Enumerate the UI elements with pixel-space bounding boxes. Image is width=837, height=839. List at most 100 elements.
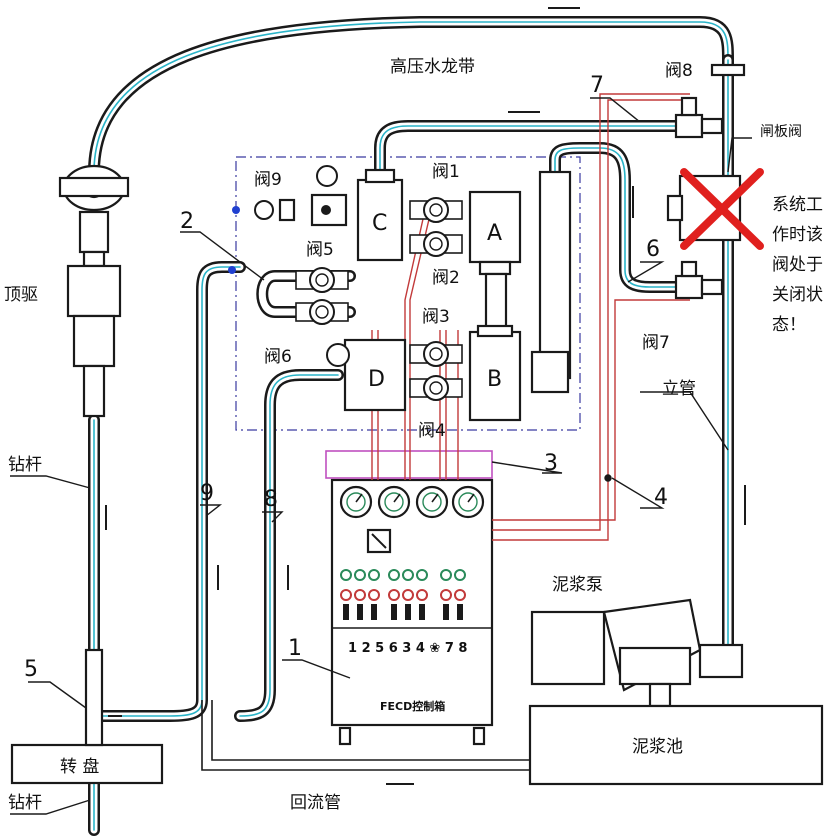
mud-pit-label: 泥浆池 <box>632 737 683 757</box>
valve-label-4: 阀4 <box>418 421 446 441</box>
control-box-knobs <box>340 569 466 620</box>
valve-core-4 <box>429 381 443 395</box>
valve-disc-4 <box>423 375 449 401</box>
callout-8: 8 <box>264 487 278 512</box>
valve-8 <box>674 96 724 139</box>
gauge-scale-1 <box>346 492 366 512</box>
gauge-scale-3 <box>422 492 442 512</box>
unit-label-b: B <box>487 367 502 392</box>
pressure-gauge-6 <box>326 343 350 367</box>
closed-cross-mark <box>680 168 764 250</box>
valve-label-2: 阀2 <box>432 268 460 288</box>
indicator-light-4 <box>388 569 400 581</box>
unit-c <box>356 168 404 262</box>
callout-4: 4 <box>654 485 668 510</box>
switch-lever-6 <box>419 604 425 620</box>
gauge-needle-4 <box>467 493 475 503</box>
unit-a <box>468 190 522 276</box>
gauge-needle-3 <box>431 493 439 503</box>
gauge-needle-2 <box>393 493 401 503</box>
valve-core-5 <box>315 273 329 287</box>
indicator-light-red-6 <box>416 589 428 601</box>
rotary-table-label: 转 盘 <box>60 757 99 777</box>
mud-pump <box>530 598 744 708</box>
valve-label-5: 阀5 <box>306 240 334 260</box>
indicator-light-5 <box>402 569 414 581</box>
valve-disc-3 <box>423 341 449 367</box>
flow-arrows <box>105 7 746 785</box>
valve-label-6: 阀6 <box>264 347 292 367</box>
leader-lines <box>10 97 752 815</box>
mud-pit <box>528 704 824 786</box>
switch-lever-7 <box>443 604 449 620</box>
standpipe-label: 立管 <box>662 379 696 399</box>
switch-lever-1 <box>343 604 349 620</box>
switch-lever-3 <box>371 604 377 620</box>
callout-2: 2 <box>180 209 194 234</box>
unit-b <box>468 324 522 422</box>
callout-9: 9 <box>200 481 214 506</box>
top-drive-label: 顶驱 <box>4 285 38 305</box>
indicator-light-red-7 <box>440 589 452 601</box>
indicator-light-8 <box>454 569 466 581</box>
valve-disc-5 <box>309 267 335 293</box>
gate-valve <box>666 174 742 242</box>
valve-label-8: 阀8 <box>665 61 693 81</box>
valve-label-7: 阀7 <box>642 333 670 353</box>
valve-label-1: 阀1 <box>432 162 460 182</box>
switch-lever-4 <box>391 604 397 620</box>
signal-lines <box>371 93 690 541</box>
indicator-light-red-4 <box>388 589 400 601</box>
control-box-valve-numbers: 1 2 5 6 3 4 ❀ 7 8 <box>348 641 467 656</box>
indicator-light-1 <box>340 569 352 581</box>
top-drive <box>58 164 130 418</box>
hose-label: 高压水龙带 <box>390 57 475 77</box>
valve-label-3: 阀3 <box>422 307 450 327</box>
unit-label-d: D <box>368 367 385 392</box>
unit-label-a: A <box>487 221 502 246</box>
drill-pipe-label-upper: 钻杆 <box>8 455 42 475</box>
manifold-enclosure <box>235 156 581 431</box>
callout-1: 1 <box>288 636 302 661</box>
connector-ab <box>484 272 508 334</box>
indicator-light-3 <box>368 569 380 581</box>
indicator-light-red-1 <box>340 589 352 601</box>
gauge-scale-2 <box>384 492 404 512</box>
switch-lever-8 <box>457 604 463 620</box>
callout-7: 7 <box>590 73 604 98</box>
indicator-light-6 <box>416 569 428 581</box>
callout-6: 6 <box>646 237 660 262</box>
switch-lever-2 <box>357 604 363 620</box>
gauge-scale-4 <box>458 492 478 512</box>
manifold-valves <box>295 197 463 401</box>
valve-core-2 <box>429 237 443 251</box>
unit-d <box>343 338 407 412</box>
valve-core-1 <box>429 203 443 217</box>
gate-valve-label: 闸板阀 <box>760 124 802 140</box>
connector-box <box>325 450 493 479</box>
callout-3: 3 <box>544 451 558 476</box>
valve-core-3 <box>429 347 443 361</box>
drill-pipe-label-lower: 钻杆 <box>8 793 42 813</box>
mud-pump-label: 泥浆泵 <box>552 575 603 595</box>
closed-note-2: 作时该 <box>772 225 823 245</box>
valve-7 <box>674 260 724 300</box>
indicator-light-2 <box>354 569 366 581</box>
gauge-needle-1 <box>355 493 363 503</box>
indicator-light-red-5 <box>402 589 414 601</box>
closed-note-1: 系统工 <box>772 195 823 215</box>
accumulator <box>530 170 572 394</box>
standpipe-flange <box>710 63 746 77</box>
valve-disc-1 <box>423 197 449 223</box>
valve-disc-2 <box>423 231 449 257</box>
valve-disc-6 <box>309 299 335 325</box>
unit-label-c: C <box>372 211 387 236</box>
closed-note-3: 阀处于 <box>772 255 823 275</box>
return-pipe-label: 回流管 <box>290 793 341 813</box>
callout-5: 5 <box>24 657 38 682</box>
indicator-light-7 <box>440 569 452 581</box>
valve-core-6 <box>315 305 329 319</box>
indicator-light-red-2 <box>354 589 366 601</box>
blue-fitting-1 <box>232 206 240 214</box>
